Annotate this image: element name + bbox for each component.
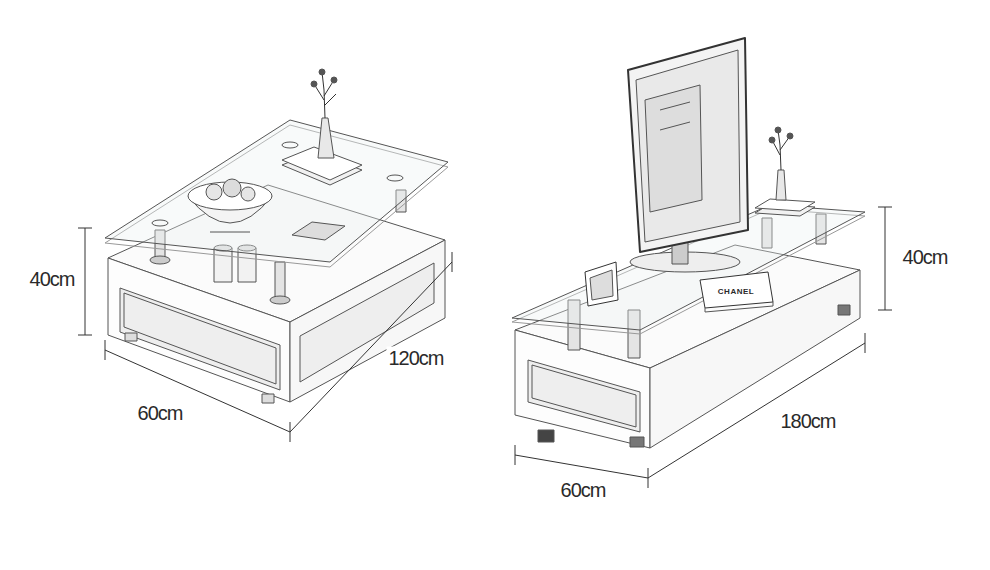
book [700,272,773,312]
coffee-table-base-part [125,333,137,341]
dimension-lines-part [105,340,106,360]
glass-table-top-part [105,120,448,262]
coffee-table-posts-part [270,296,290,304]
television-part [636,50,740,242]
tv-stand-base-part [532,365,636,427]
television-part [645,85,702,212]
dimension-label: 40cm [28,268,77,291]
dimension-lines-right-part [878,310,892,311]
fruit-bowl [188,179,272,232]
coffee-table-posts-part [150,256,170,264]
dimension-lines-right-part [865,333,866,353]
coffee-table-posts-part [275,262,285,300]
tv-stand-base-part [630,437,644,447]
book-part [705,308,706,312]
dimension-lines-part [452,252,453,272]
photo-frame-part [585,262,618,306]
coffee-table-base-part [108,258,290,402]
vase-and-books-right-part [775,127,781,133]
label-anchor: CHANEL [716,287,756,296]
dimension-label: 180cm [778,410,837,433]
glass-table-top-part [387,175,403,181]
dimension-lines-part [78,335,92,336]
television-part [660,102,690,110]
photo-frame [585,262,618,306]
book-part [773,302,774,306]
dimension-label: 40cm [901,246,950,269]
book-part [700,272,773,308]
fruit-bowl-part [206,184,222,200]
vase-and-books-part [311,81,317,87]
glass-table-top-part [282,142,298,148]
vase-and-books-part [319,69,325,75]
brand-text: CHANEL [716,287,756,296]
label-anchor: 120cm [386,347,445,370]
vase-and-books-right-part [776,170,786,200]
coffee-table-base-part [290,240,445,402]
label-anchor: 180cm [778,410,837,433]
television-part [660,122,690,130]
label-anchor: 40cm [28,268,77,291]
dimension-lines-right-part [648,343,865,478]
glass-table-top-part [152,220,168,226]
vase-and-books-right-part [787,133,793,139]
vase-and-books-part [318,118,334,158]
label-anchor: 40cm [901,246,950,269]
dimension-lines-part [290,262,452,432]
photo-frame-part [590,270,613,300]
vase-and-books-part [314,72,336,118]
book-part [705,306,773,312]
dimension-lines-right-part [878,207,892,208]
vase-and-books-right-part [769,137,775,143]
vase-and-books-part [292,222,345,240]
fruit-bowl-part [241,187,255,201]
vase-and-books-right-part [755,199,815,211]
glass-table-top [105,120,448,267]
television [628,38,748,272]
vase-and-books-part [331,77,337,83]
dimension-label: 60cm [559,479,608,502]
tv-stand-base-part [838,305,850,315]
television-part [628,38,748,252]
vase-and-books-right [755,127,815,216]
dimension-lines-part [105,350,290,432]
coffee-table-base-part [120,288,280,390]
dimension-lines-part [85,228,86,335]
canisters-part [214,248,232,282]
dimension-lines-part [78,228,92,229]
tv-stand-base-part [538,430,554,442]
tv-stand-base-part [528,360,640,432]
label-anchor: 60cm [559,479,608,502]
coffee-table-base-part [124,293,276,384]
dimension-lines-right-part [885,207,886,310]
label-anchor: 60cm [136,402,185,425]
dimension-label: 120cm [386,347,445,370]
fruit-bowl-part [223,179,241,197]
dimension-lines-right-part [515,445,516,465]
fruit-bowl-part [210,232,250,233]
dimension-lines [78,228,452,442]
coffee-table-base-part [262,394,274,403]
dimension-lines-right [515,207,892,488]
vase-and-books [282,69,362,240]
dimension-label: 60cm [136,402,185,425]
dimension-lines-right-part [515,455,648,478]
